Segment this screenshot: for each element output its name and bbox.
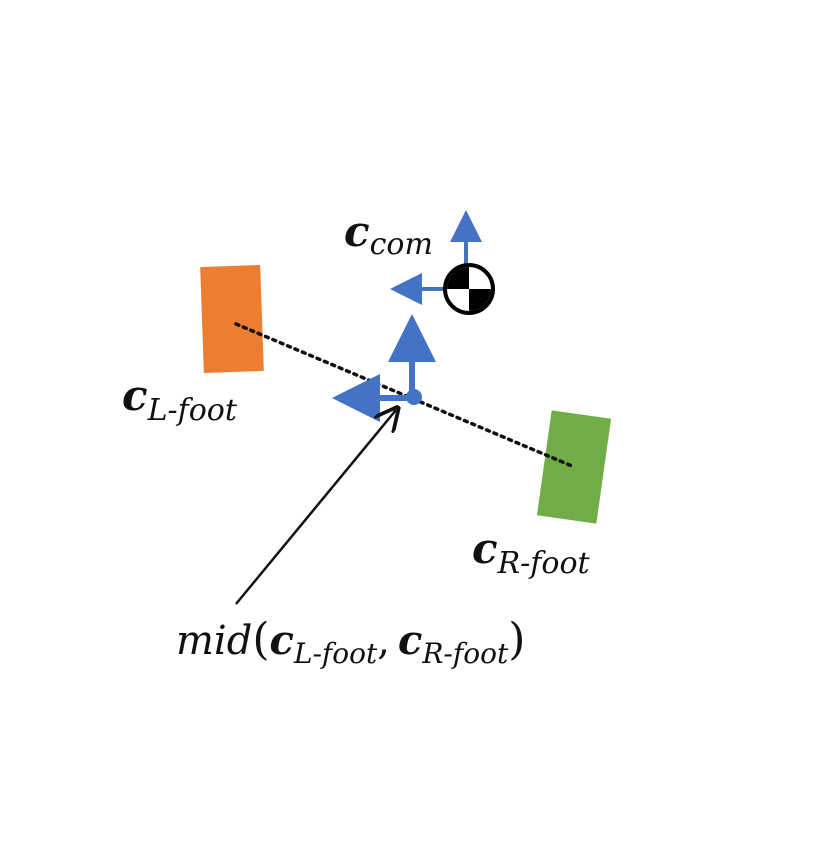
left-foot-label: cL-foot: [122, 371, 238, 428]
left-foot-rect: [200, 264, 264, 374]
right-foot-label: cR-foot: [472, 524, 591, 581]
midpoint-pointer-arrow: [235, 410, 396, 605]
com-label: ccom: [344, 207, 433, 262]
midpoint-label: mid(cL-foot,cR-foot): [176, 614, 525, 670]
right-foot-rect: [536, 410, 612, 524]
midpoint-frame-axes-icon: [332, 314, 436, 422]
center-of-mass-icon: [443, 263, 495, 315]
